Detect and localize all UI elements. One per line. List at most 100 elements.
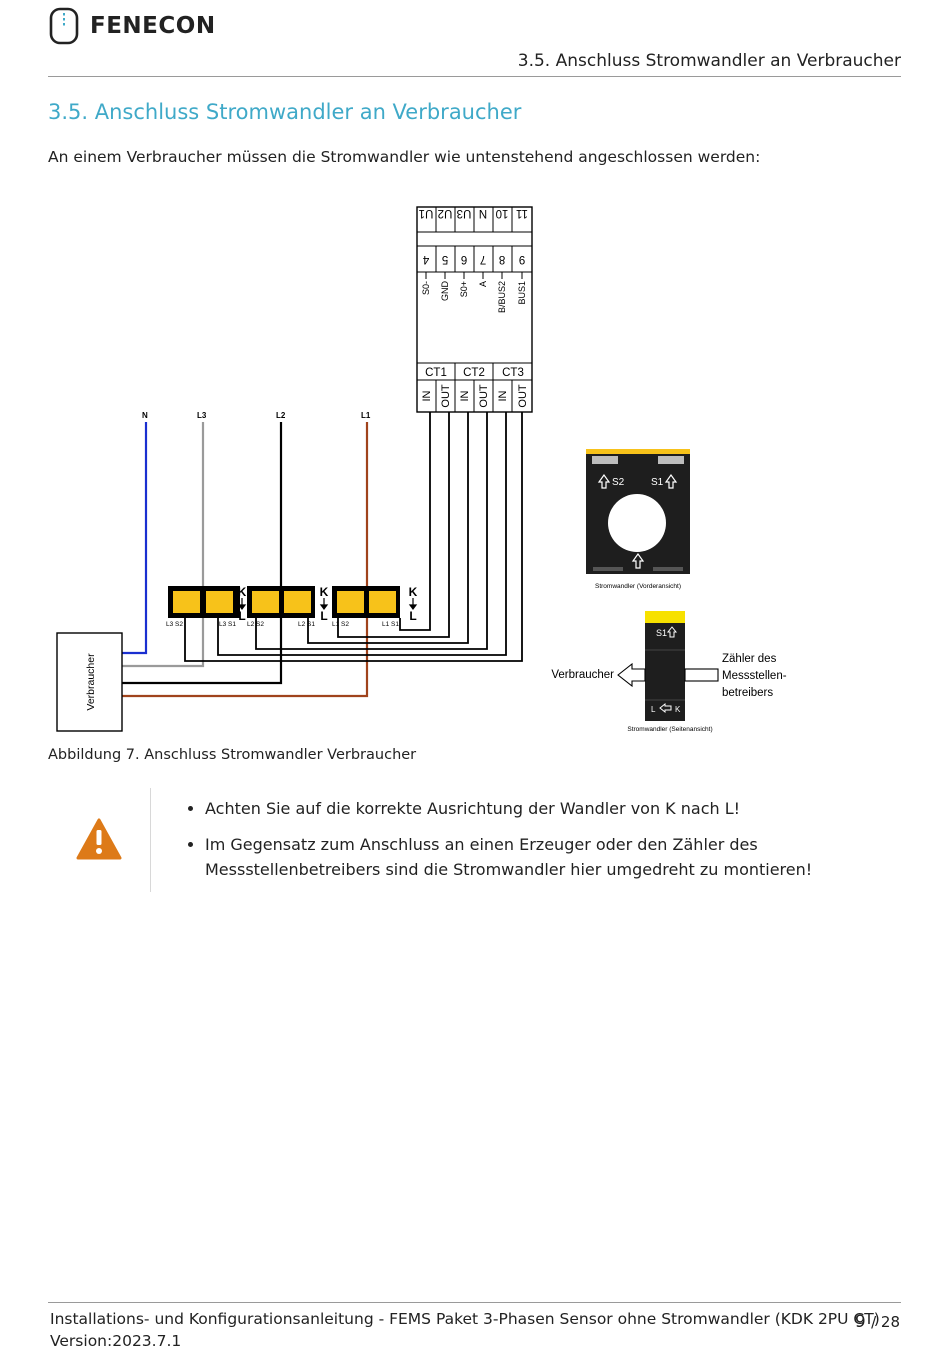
terminal-number-label: 5 — [442, 253, 448, 265]
ct-front-caption: Stromwandler (Vorderansicht) — [595, 583, 681, 590]
terminal-signal-label: S0- — [421, 281, 431, 295]
terminal-signal-label: B/BUS2 — [497, 281, 507, 313]
admonition-divider — [150, 788, 151, 892]
ct-group-label: CT2 — [463, 367, 485, 379]
warning-admonition: Achten Sie auf die korrekte Ausrichtung … — [48, 788, 908, 892]
ct-group-label: CT1 — [425, 367, 447, 379]
l3-wire — [122, 422, 205, 668]
logo-text: FENECON — [90, 13, 216, 39]
warning-list: Achten Sie auf die korrekte Ausrichtung … — [188, 796, 905, 893]
meter-operator-label: betreibers — [722, 687, 773, 699]
ct-side-s1-label: S1 — [656, 628, 667, 638]
arrow-up-icon — [666, 626, 678, 638]
warning-item: Im Gegensatz zum Anschluss an einen Erze… — [205, 832, 905, 882]
ct-wire — [255, 412, 488, 650]
intro-paragraph: An einem Verbraucher müssen die Stromwan… — [48, 148, 761, 166]
ct-l3 — [168, 586, 240, 618]
header-section-ref: 3.5. Anschluss Stromwandler an Verbrauch… — [517, 51, 901, 71]
warning-item: Achten Sie auf die korrekte Ausrichtung … — [205, 796, 905, 821]
ct-wire — [217, 412, 507, 656]
ct-l2 — [247, 586, 315, 618]
ct-side-k-label: K — [675, 705, 681, 714]
ct-side-caption: Stromwandler (Seitenansicht) — [627, 726, 712, 733]
phase-label-n: N — [142, 411, 148, 420]
section-title: 3.5. Anschluss Stromwandler an Verbrauch… — [48, 100, 522, 124]
terminal-signal-label: A — [478, 281, 488, 287]
ct-front-s1-label: S1 — [651, 477, 664, 488]
logo: FENECON — [48, 6, 216, 46]
ct-group-label: CT3 — [502, 367, 524, 379]
ct-pin-label: IN — [497, 390, 509, 401]
terminal-signal-label: S0+ — [459, 281, 469, 297]
arrow-up-icon — [631, 552, 645, 569]
terminal-top-label: U2 — [438, 207, 453, 219]
ct-pin-label: OUT — [440, 384, 452, 408]
ct-terminal-label: L2 S1 — [298, 621, 315, 628]
phase-label-l2: L2 — [276, 411, 286, 420]
terminal-top-label: 11 — [516, 207, 528, 219]
ct-k-marker: K — [409, 585, 418, 599]
terminal-top-label: N — [479, 207, 487, 219]
terminal-top-label: U1 — [419, 207, 434, 219]
phase-label-l1: L1 — [361, 411, 371, 420]
ct-wire — [337, 412, 450, 638]
page-total: / 28 — [871, 1313, 900, 1331]
neutral-wire — [122, 422, 148, 655]
ct-terminal-label: L2 S2 — [247, 621, 264, 628]
meter-terminal-block: U1 U2 U3 N 10 11 4 5 6 7 8 9 S0- GND — [416, 206, 533, 413]
fenecon-logo-icon — [49, 7, 79, 45]
phase-label-l3: L3 — [197, 411, 207, 420]
page-number: 9 / 28 — [855, 1312, 900, 1332]
ct-terminal-label: L1 S1 — [382, 621, 399, 628]
ct-pin-label: OUT — [478, 384, 490, 408]
terminal-signal-label: GND — [440, 281, 450, 302]
footer-version: Version:2023.7.1 — [50, 1332, 182, 1350]
l1-wire — [122, 422, 369, 698]
ct-front-s2-label: S2 — [612, 477, 625, 488]
terminal-top-label: 10 — [496, 207, 509, 219]
ct-l1 — [332, 586, 400, 618]
ct-side-consumer-label: Verbraucher — [551, 669, 614, 681]
figure-caption: Abbildung 7. Anschluss Stromwandler Verb… — [48, 747, 417, 763]
meter-operator-label: Zähler des — [722, 653, 777, 665]
ct-k-marker: K — [320, 585, 329, 599]
meter-operator-label: Messstellen- — [722, 670, 787, 682]
terminal-signal-label: BUS1 — [517, 281, 527, 305]
ct-terminal-label: L1 S2 — [332, 621, 349, 628]
ct-k-marker: K — [238, 585, 247, 599]
header-divider — [48, 76, 901, 77]
arrow-left-icon — [659, 702, 672, 714]
consumer-box: Verbraucher — [56, 632, 123, 732]
ct-l-marker: L — [238, 609, 245, 623]
terminal-number-label: 9 — [519, 253, 525, 265]
ct-wire — [307, 412, 469, 644]
ct-terminal-label: L3 S1 — [219, 621, 236, 628]
ct-wire — [399, 412, 431, 631]
ct-wire — [184, 412, 523, 662]
terminal-number-label: 4 — [422, 253, 429, 265]
ct-pin-label: IN — [459, 390, 471, 401]
wiring-diagram: U1 U2 U3 N 10 11 4 5 6 7 8 9 S0- GND — [48, 200, 908, 745]
ct-l-marker: L — [409, 609, 416, 623]
footer-document-info: Installations- und Konfigurationsanleitu… — [50, 1308, 880, 1352]
footer-divider — [48, 1302, 901, 1303]
ct-side-view: S1 L K Verbraucher Zähler des Messstelle… — [551, 611, 787, 733]
arrow-left-outline-icon — [617, 662, 646, 688]
terminal-top-label: U3 — [457, 207, 472, 219]
ct-front-view: S2 S1 Stromwandler (Vorderansicht) — [586, 449, 690, 590]
ct-pin-label: IN — [421, 390, 433, 401]
consumer-label: Verbraucher — [85, 653, 97, 711]
footer-doc-title: Installations- und Konfigurationsanleitu… — [50, 1310, 880, 1328]
l2-wire — [122, 422, 283, 685]
ct-side-l-label: L — [651, 705, 656, 714]
terminal-number-label: 8 — [499, 253, 505, 265]
arrow-up-icon — [664, 473, 678, 489]
terminal-number-label: 6 — [461, 253, 467, 265]
page-current: 9 — [854, 1312, 866, 1332]
terminal-number-label: 7 — [480, 253, 486, 265]
ct-pin-label: OUT — [517, 384, 529, 408]
ct-terminal-label: L3 S2 — [166, 621, 183, 628]
arrow-up-icon — [597, 473, 611, 489]
warning-icon — [76, 818, 122, 860]
ct-l-marker: L — [320, 609, 327, 623]
